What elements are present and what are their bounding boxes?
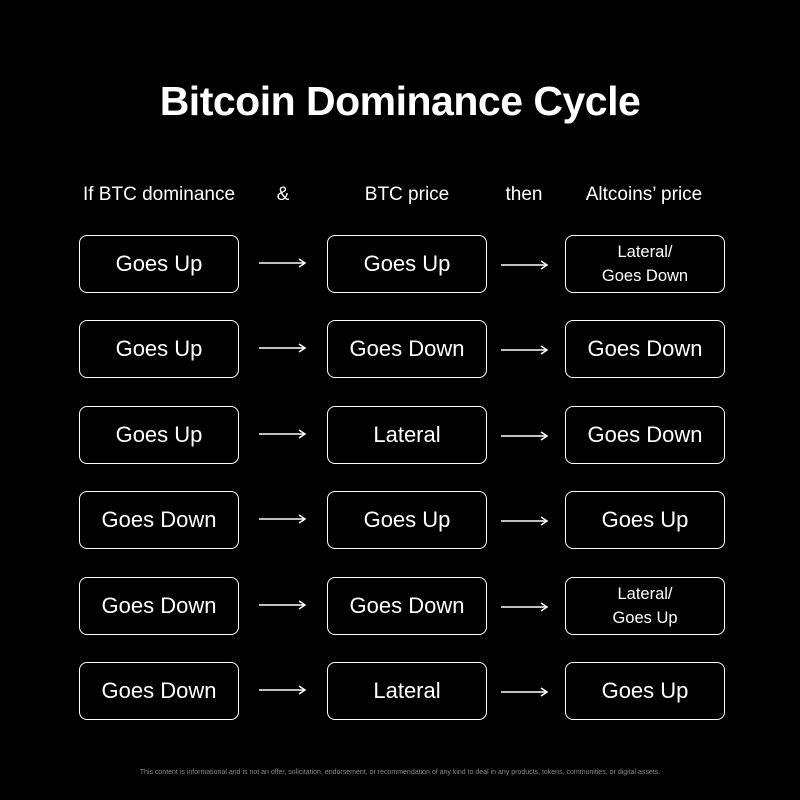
cycle-row: Goes Down Goes Down Lateral/ Goes Up xyxy=(0,577,800,635)
arrow-right-icon xyxy=(501,431,549,441)
dominance-box: Goes Up xyxy=(79,406,239,464)
altcoins-price-box: Goes Down xyxy=(565,320,725,378)
btc-price-box: Goes Down xyxy=(327,577,487,635)
arrow-right-icon xyxy=(501,516,549,526)
header-then: then xyxy=(505,184,543,205)
altcoins-price-box: Lateral/ Goes Down xyxy=(565,235,725,293)
altcoins-price-box: Goes Down xyxy=(565,406,725,464)
btc-price-box: Goes Down xyxy=(327,320,487,378)
arrow-right-icon xyxy=(501,345,549,355)
btc-price-box: Goes Up xyxy=(327,491,487,549)
dominance-box: Goes Up xyxy=(79,320,239,378)
cycle-row: Goes Up Goes Up Lateral/ Goes Down xyxy=(0,235,800,293)
btc-price-box: Lateral xyxy=(327,406,487,464)
cycle-row: Goes Up Lateral Goes Down xyxy=(0,406,800,464)
page-title: Bitcoin Dominance Cycle xyxy=(159,78,641,124)
arrow-right-icon xyxy=(259,429,307,439)
arrow-right-icon xyxy=(259,685,307,695)
dominance-box: Goes Down xyxy=(79,577,239,635)
arrow-right-icon xyxy=(501,602,549,612)
cycle-row: Goes Down Lateral Goes Up xyxy=(0,662,800,720)
altcoins-price-box: Goes Up xyxy=(565,662,725,720)
arrow-right-icon xyxy=(501,687,549,697)
cycle-row: Goes Up Goes Down Goes Down xyxy=(0,320,800,378)
header-ampersand: & xyxy=(276,184,290,205)
altcoins-price-box: Lateral/ Goes Up xyxy=(565,577,725,635)
arrow-right-icon xyxy=(501,260,549,270)
altcoins-price-box: Goes Up xyxy=(565,491,725,549)
arrow-right-icon xyxy=(259,258,307,268)
header-dominance: If BTC dominance xyxy=(82,184,236,205)
arrow-right-icon xyxy=(259,343,307,353)
disclaimer: This content is informational and is not… xyxy=(139,769,661,776)
dominance-box: Goes Down xyxy=(79,662,239,720)
dominance-box: Goes Up xyxy=(79,235,239,293)
arrow-right-icon xyxy=(259,514,307,524)
dominance-box: Goes Down xyxy=(79,491,239,549)
header-altcoins-price: Altcoins’ price xyxy=(585,184,703,205)
btc-price-box: Lateral xyxy=(327,662,487,720)
cycle-row: Goes Down Goes Up Goes Up xyxy=(0,491,800,549)
header-btc-price: BTC price xyxy=(364,184,450,205)
btc-price-box: Goes Up xyxy=(327,235,487,293)
arrow-right-icon xyxy=(259,600,307,610)
